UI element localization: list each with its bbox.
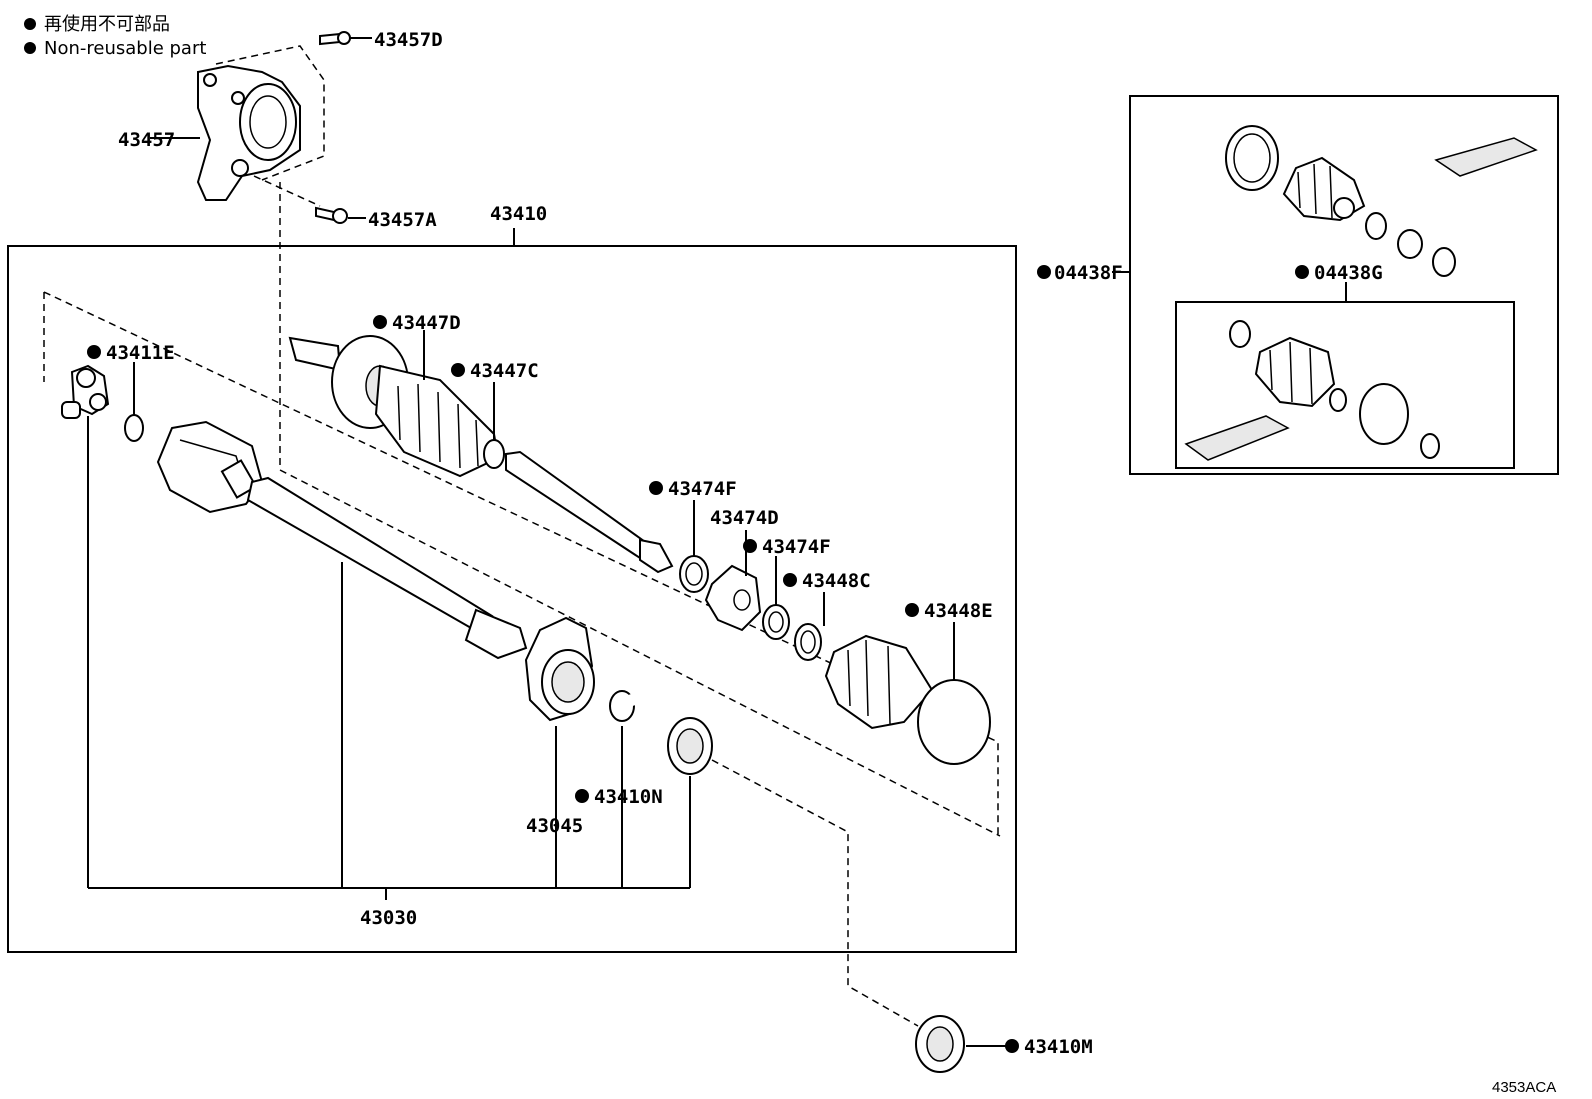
bearing-bracket-43457 bbox=[196, 45, 325, 201]
legend-text-en: Non-reusable part bbox=[44, 38, 206, 59]
boot-43448E bbox=[824, 634, 991, 765]
label-43410N: 43410N bbox=[594, 786, 663, 808]
damper-43474D bbox=[704, 564, 762, 632]
tripod-joint-43411E bbox=[61, 364, 144, 442]
label-43457A: 43457A bbox=[368, 209, 437, 231]
label-43474F-b: 43474F bbox=[762, 536, 831, 558]
diagram-code: 4353ACA bbox=[1492, 1079, 1556, 1096]
assembly-43410-frame bbox=[7, 245, 1017, 953]
bolt-43457D bbox=[319, 31, 372, 46]
label-43447C: 43447C bbox=[470, 360, 539, 382]
outboard-shaft bbox=[505, 450, 674, 574]
kit-04438F-parts bbox=[1225, 125, 1538, 277]
leader-lines bbox=[87, 330, 955, 900]
callout-labels: 43457D 43457 43457A 43410 43447D 43447C … bbox=[87, 29, 1383, 1058]
label-43411E: 43411E bbox=[106, 342, 175, 364]
boot-clamp-43448C bbox=[794, 623, 822, 661]
center-bearing-43045 bbox=[524, 616, 595, 722]
dust-seal bbox=[667, 717, 919, 1027]
legend: 再使用不可部品 Non-reusable part bbox=[24, 14, 206, 59]
label-43410: 43410 bbox=[490, 203, 547, 225]
legend-text-jp: 再使用不可部品 bbox=[44, 14, 170, 35]
label-43474F-a: 43474F bbox=[668, 478, 737, 500]
boot-clamp-43474F-b bbox=[762, 604, 790, 640]
seal-43410M bbox=[915, 1015, 1006, 1073]
bolt-43457A bbox=[253, 175, 366, 224]
label-43447D: 43447D bbox=[392, 312, 461, 334]
label-04438F: 04438F bbox=[1054, 262, 1123, 284]
label-43457: 43457 bbox=[118, 129, 175, 151]
label-43457D: 43457D bbox=[374, 29, 443, 51]
label-43448C: 43448C bbox=[802, 570, 871, 592]
label-04438G: 04438G bbox=[1314, 262, 1383, 284]
label-43448E: 43448E bbox=[924, 600, 993, 622]
outboard-joint-43447D bbox=[288, 335, 505, 478]
label-43474D: 43474D bbox=[710, 507, 779, 529]
label-43045: 43045 bbox=[526, 815, 583, 837]
label-43030: 43030 bbox=[360, 907, 417, 929]
boot-kit-04438F-frame bbox=[1129, 95, 1559, 475]
snap-ring-43410N bbox=[609, 690, 638, 722]
boot-clamp-43474F-a bbox=[679, 555, 709, 593]
kit-04438G-parts bbox=[1184, 320, 1440, 461]
label-43410M: 43410M bbox=[1024, 1036, 1093, 1058]
inboard-shaft-43030 bbox=[156, 420, 528, 660]
